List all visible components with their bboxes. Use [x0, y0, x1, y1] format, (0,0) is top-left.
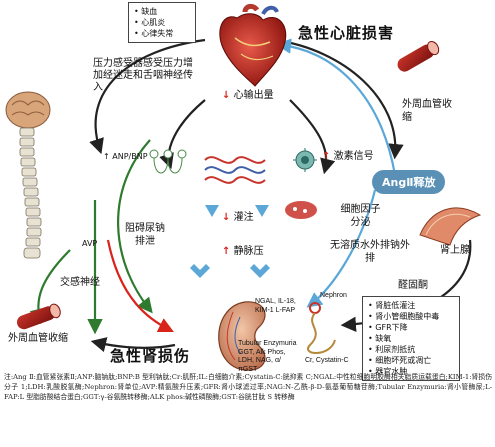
cytokine-cell-icon	[285, 201, 317, 219]
list-item: • 缺血	[134, 7, 158, 16]
avp-label: AVP	[82, 239, 98, 248]
anp-bnp-text: ANP/BNP	[112, 152, 148, 161]
blood-vessel-icon	[16, 303, 61, 330]
arc-heart-mid-left	[159, 99, 206, 170]
cytokines-label: 细胞因子分泌	[340, 204, 381, 228]
capillary-icon	[204, 156, 266, 184]
up-arrow-icon: ↑	[103, 152, 110, 161]
venous-pressure-text: 静脉压	[233, 246, 264, 257]
abbreviation-footnote: 注:Ang Ⅱ:血管紧张素Ⅱ;ANP:脑钠肽;BNP:B 型利钠肽;Cr:肌酐;…	[4, 373, 492, 401]
list-item: • GFR下降	[368, 323, 408, 332]
acute-heart-title: 急性心脏损害	[298, 24, 395, 42]
sympathetic-label: 交感神经	[60, 277, 100, 288]
heart-icon	[219, 3, 287, 87]
peripheral-vessel-top-label: 外周血管收缩	[402, 99, 452, 123]
down-arrow-icon: ↓	[222, 90, 231, 101]
list-item: • 细胞坏死或凋亡	[368, 356, 432, 365]
adrenal-icon	[419, 207, 482, 246]
free-water-label: 无溶质水外排钠外排	[330, 240, 410, 264]
arc-heart-to-right	[274, 38, 404, 160]
up-arrow-icon: ↑	[322, 151, 331, 162]
peripheral-vessel-bottom-label: 外周血管收缩	[8, 333, 68, 344]
list-item: • 缺氧	[368, 334, 392, 343]
venous-pressure-label: ↑ 静脉压	[222, 246, 264, 257]
list-item: • 心律失常	[134, 29, 174, 38]
natriuresis-label: 阻碍尿钠排泄	[125, 223, 165, 247]
baroreceptor-text: 压力感受器感受压力增加经迷走和舌咽神经传入	[93, 58, 193, 93]
cardiac-output-label: ↓ 心输出量	[222, 90, 274, 101]
arc-ang-to-kidney	[306, 189, 377, 308]
kidney-effects-box: • 肾脏低灌注 • 肾小管细胞酸中毒 • GFR下降 • 缺氧 • 利尿剂抵抗 …	[362, 296, 460, 381]
down-arrow-icon: ↓	[222, 212, 231, 223]
nephron-icon	[306, 302, 336, 354]
list-item: • 利尿剂抵抗	[368, 345, 416, 354]
list-item: • 肾脏低灌注	[368, 301, 416, 310]
top-cause-box: • 缺血 • 心肌炎 • 心律失常	[128, 2, 196, 43]
arc-left-green	[117, 139, 153, 314]
blue-chevrons	[190, 205, 270, 278]
brain-spine-icon	[5, 91, 51, 259]
nephron-label: Nephron	[320, 292, 347, 299]
ngal-label: NGAL, IL-18, KIM-1 L-FAP	[255, 298, 296, 314]
cr-label: Cr, Cystatin-C	[305, 357, 349, 364]
acute-kidney-title: 急性肾损伤	[110, 347, 191, 365]
neuron-icon	[149, 149, 187, 174]
aldosterone-label: 醛固酮	[398, 280, 428, 291]
arc-heart-to-left	[89, 38, 206, 155]
tubular-label: Tubular Enzymuria GGT, Alk Phos, LDH, NA…	[238, 340, 297, 373]
anp-bnp-label: ↑ ANP/BNP	[103, 151, 148, 162]
list-item: • 器官水肿	[368, 367, 408, 376]
list-item: • 心肌炎	[134, 18, 166, 27]
virus-icon	[293, 148, 317, 172]
arc-ang-to-heart	[275, 38, 397, 176]
perfusion-text: 灌注	[233, 212, 254, 223]
hormone-signal-label: ↑ 激素信号	[322, 151, 374, 162]
arc-heart-mid-right	[289, 99, 336, 175]
arc-kidney-to-peripheral	[90, 337, 176, 353]
kidney-icon	[218, 301, 266, 371]
ang2-release-badge: AngⅡ释放	[372, 170, 446, 194]
blood-vessel-icon	[397, 41, 440, 72]
avp-red-arrow	[106, 239, 174, 332]
cardiac-output-text: 心输出量	[233, 90, 274, 101]
hormone-signal-text: 激素信号	[333, 151, 374, 162]
list-item: • 肾小管细胞酸中毒	[368, 312, 440, 321]
adrenal-label: 肾上腺	[440, 245, 470, 256]
perfusion-label: ↓ 灌注	[222, 212, 254, 223]
up-arrow-icon: ↑	[222, 246, 231, 257]
